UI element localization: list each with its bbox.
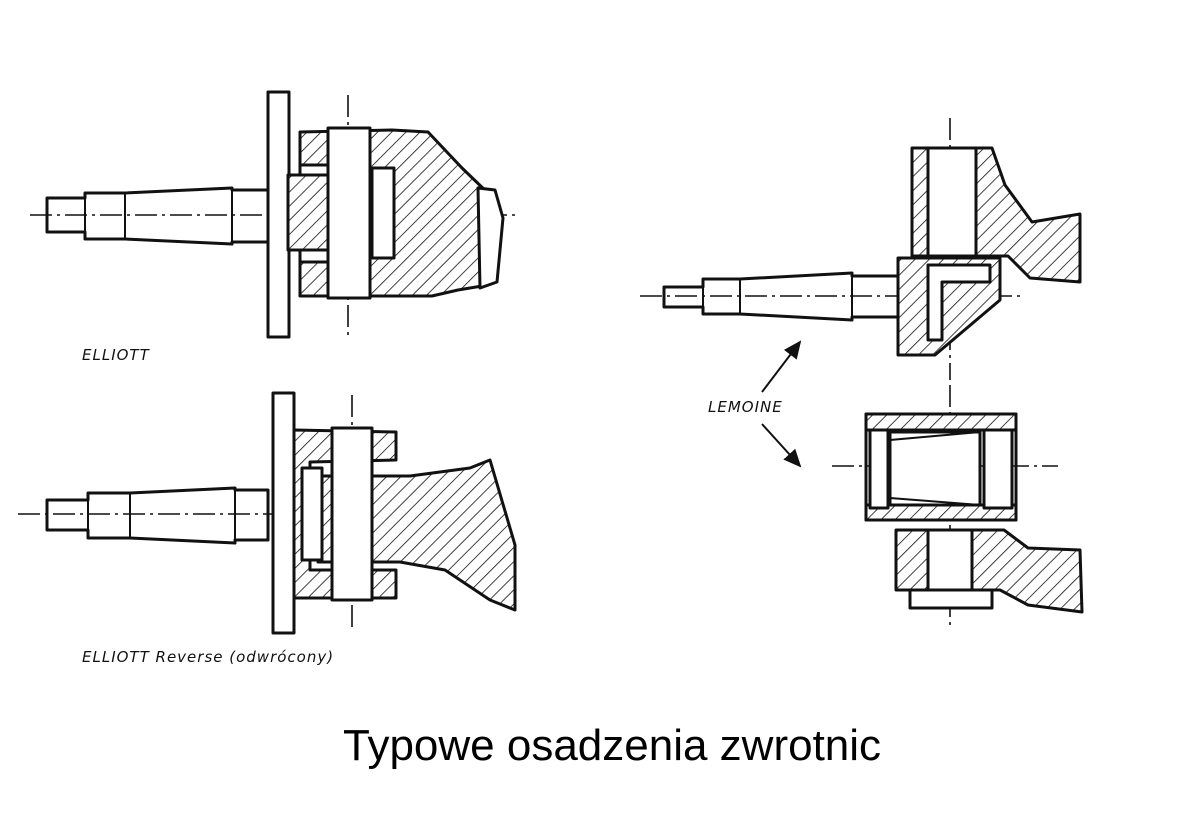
lemoine-upper-drawing — [640, 118, 1082, 380]
lemoine-arrows — [761, 340, 802, 468]
lemoine-lower-drawing — [832, 385, 1084, 625]
label-elliott: ELLIOTT — [82, 346, 151, 364]
elliott-reverse-drawing — [18, 391, 517, 635]
label-elliott-reverse: ELLIOTT Reverse (odwrócony) — [82, 648, 334, 666]
diagram-title: Typowe osadzenia zwrotnic — [343, 721, 881, 770]
elliott-drawing — [30, 90, 515, 339]
label-lemoine: LEMOINE — [708, 398, 783, 416]
